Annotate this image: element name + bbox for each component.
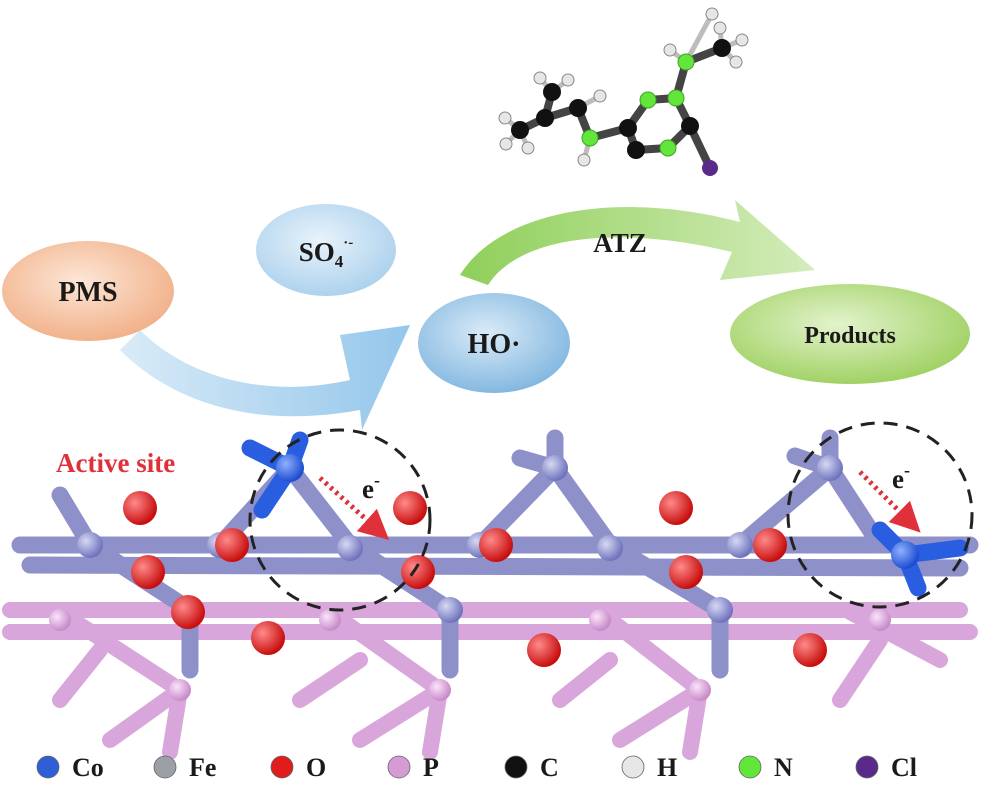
legend-label-n: N <box>774 753 793 782</box>
co-atoms <box>276 454 919 569</box>
atz-molecule <box>498 7 749 176</box>
legend-swatch-cl <box>855 755 879 779</box>
pms-to-ho-arrow <box>120 325 410 430</box>
electron-transfer-arrows <box>318 470 921 541</box>
legend-swatch-n <box>738 755 762 779</box>
ho-node: HO· <box>418 293 570 393</box>
o-atoms <box>123 491 827 667</box>
pms-label: PMS <box>58 277 117 308</box>
active-site-label: Active site <box>56 448 175 478</box>
legend-swatch-o <box>270 755 294 779</box>
legend-label-p: P <box>423 753 439 782</box>
active-site-circle-left <box>248 428 432 612</box>
p-atoms <box>49 609 891 701</box>
p-layer-bonds <box>2 602 978 760</box>
legend-swatch-c <box>504 755 528 779</box>
catalyst-lattice <box>2 429 979 760</box>
ho-label: HO· <box>468 329 521 360</box>
active-site-circles <box>248 421 974 612</box>
atz-label: ATZ <box>593 228 647 258</box>
legend-swatch-p <box>387 755 411 779</box>
so4-label: SO4·- <box>299 235 354 271</box>
legend-label-cl: Cl <box>891 753 917 782</box>
ho-to-products-arrow <box>460 200 815 285</box>
legend-label-c: C <box>540 753 559 782</box>
products-node: Products <box>730 284 970 384</box>
active-site-circle-right <box>786 421 974 609</box>
legend-label-o: O <box>306 753 326 782</box>
electron-right-label: e- <box>892 460 910 494</box>
legend-swatch-co <box>36 755 60 779</box>
legend-label-fe: Fe <box>189 753 216 782</box>
electron-left-label: e- <box>362 470 380 504</box>
legend-swatch-fe <box>153 755 177 779</box>
legend-swatch-h <box>621 755 645 779</box>
legend-label-h: H <box>657 753 677 782</box>
element-legend: Co Fe O P C H N Cl <box>36 753 917 782</box>
products-label: Products <box>804 323 896 349</box>
so4-node: SO4·- <box>256 204 396 296</box>
legend-label-co: Co <box>72 753 104 782</box>
pms-node: PMS <box>2 241 174 341</box>
